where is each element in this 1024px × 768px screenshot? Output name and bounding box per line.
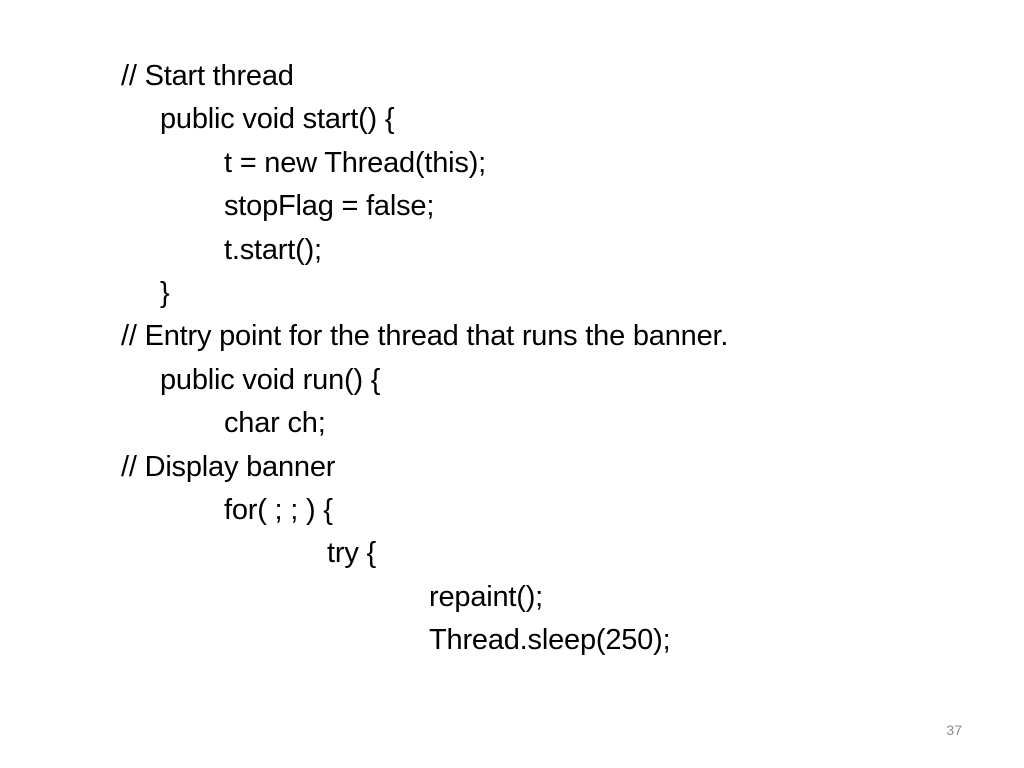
- code-line: // Display banner: [121, 450, 336, 483]
- slide-number: 37: [946, 722, 962, 738]
- code-line: // Entry point for the thread that runs …: [121, 320, 729, 353]
- code-line: public void start() {: [160, 103, 395, 136]
- code-listing: // Start thread public void start() { t …: [121, 55, 981, 662]
- code-line: repaint();: [429, 580, 544, 613]
- code-line: t = new Thread(this);: [224, 146, 487, 179]
- code-line: stopFlag = false;: [224, 190, 435, 223]
- code-line: t.start();: [224, 233, 322, 266]
- code-line: Thread.sleep(250);: [429, 624, 671, 657]
- code-line: char ch;: [224, 407, 326, 440]
- code-line: for( ; ; ) {: [224, 493, 333, 526]
- code-line: public void run() {: [160, 363, 381, 396]
- code-line: // Start thread: [121, 60, 294, 92]
- code-line: try {: [327, 537, 376, 570]
- code-line: }: [160, 276, 170, 309]
